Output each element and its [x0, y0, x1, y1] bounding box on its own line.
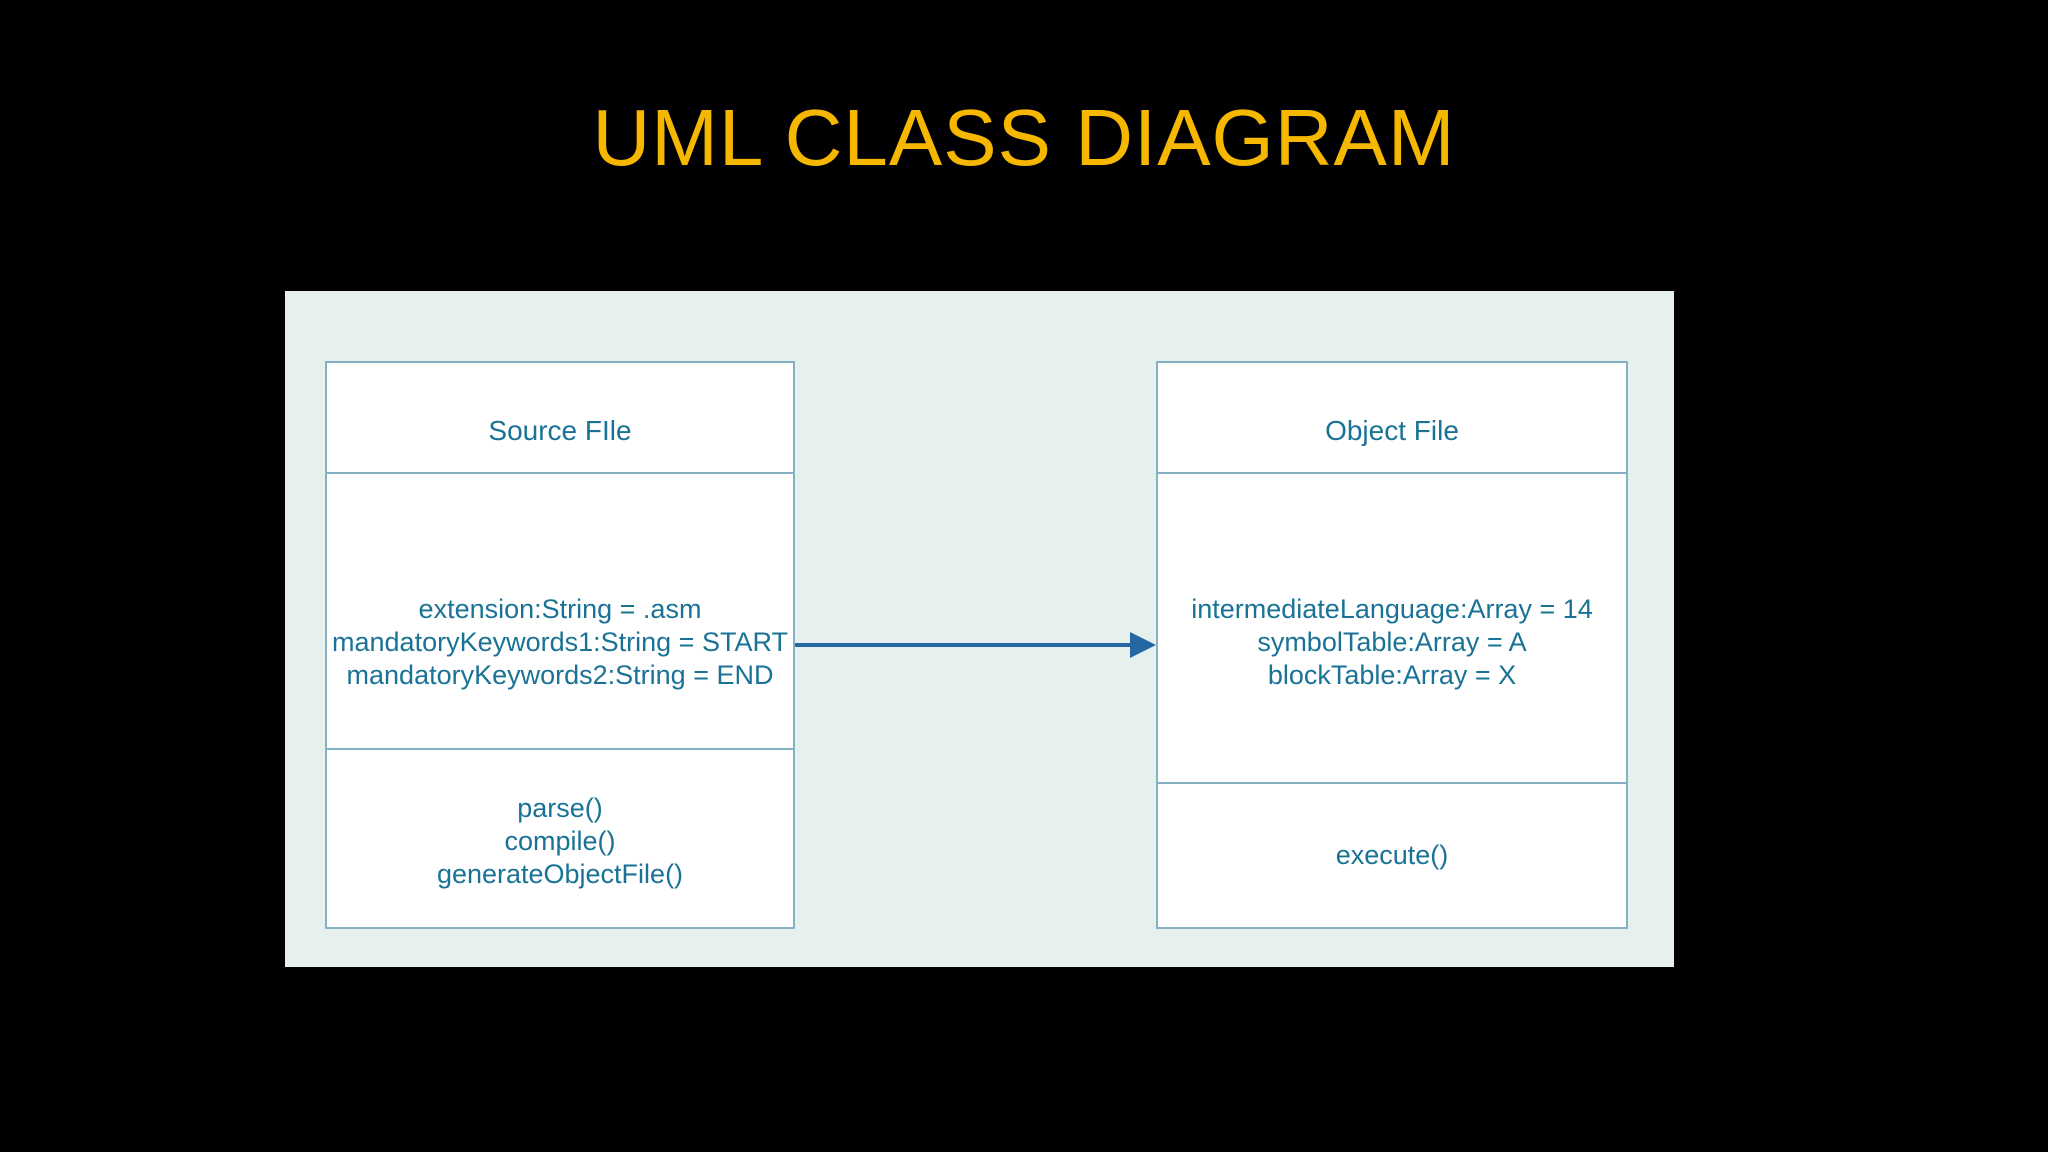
method-line: parse()	[517, 792, 603, 823]
class-methods-section: execute()	[1158, 781, 1626, 927]
class-name-section: Source FIle	[327, 363, 793, 472]
attribute-line: blockTable:Array = X	[1267, 660, 1517, 691]
method-line: execute()	[1335, 839, 1449, 870]
class-box-object-file: Object File intermediateLanguage:Array =…	[1156, 361, 1628, 929]
method-line: generateObjectFile()	[436, 858, 684, 889]
attribute-line: extension:String = .asm	[418, 594, 702, 625]
class-name: Source FIle	[488, 414, 632, 446]
attribute-line: mandatoryKeywords1:String = START	[332, 627, 788, 658]
attribute-line: symbolTable:Array = A	[1257, 627, 1527, 658]
slide-title: UML CLASS DIAGRAM	[592, 93, 1456, 182]
class-box-source-file: Source FIle extension:String = .asm mand…	[325, 361, 795, 929]
class-methods-section: parse() compile() generateObjectFile()	[327, 747, 793, 927]
class-name: Object File	[1325, 414, 1459, 446]
association-arrowhead-icon	[1130, 632, 1156, 658]
uml-diagram-panel: Source FIle extension:String = .asm mand…	[285, 291, 1674, 967]
association-line	[795, 643, 1133, 647]
method-line: compile()	[504, 825, 616, 856]
class-attributes-section: intermediateLanguage:Array = 14 symbolTa…	[1158, 471, 1626, 782]
class-attributes-section: extension:String = .asm mandatoryKeyword…	[327, 471, 793, 748]
class-name-section: Object File	[1158, 363, 1626, 472]
attribute-line: mandatoryKeywords2:String = END	[346, 660, 774, 691]
attribute-line: intermediateLanguage:Array = 14	[1191, 594, 1593, 625]
